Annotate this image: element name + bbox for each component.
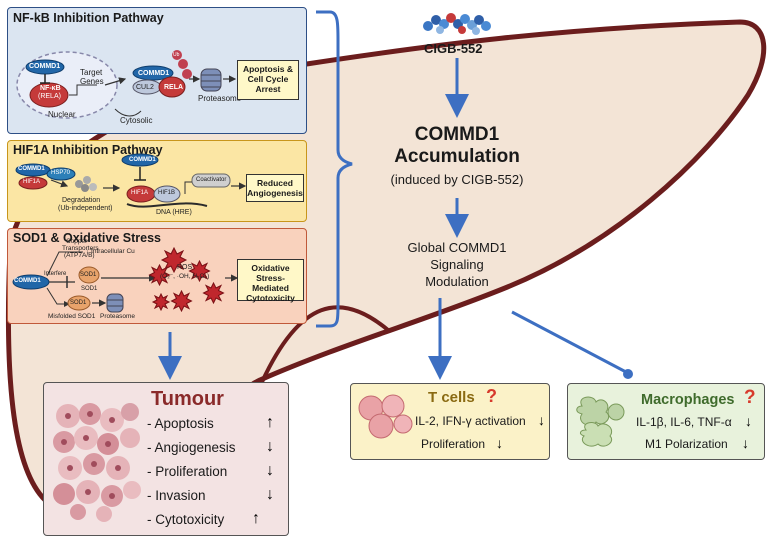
nfkb-outcome-line2: Cell Cycle [247,74,289,84]
commd1-title-line2: Accumulation [394,146,520,167]
nfkb-rela-label: (RELA) [38,93,61,100]
tumour-invasion-arrow-icon: ↓ [266,486,274,503]
tcells-line2: Proliferation [421,437,486,451]
tumour-item-cytotoxicity: - Cytotoxicity [147,512,225,527]
hif-hif1a-b-label: HIF1A [131,190,149,196]
nfkb-commd1-label: COMMD1 [29,63,61,70]
tumour-apoptosis-arrow-icon: ↑ [266,414,274,431]
commd1-subtitle: (induced by CIGB-552) [390,172,524,187]
nfkb-cytosolic-label: Cytosolic [120,116,153,125]
nfkb-target-genes-1: Target [80,68,103,77]
commd1-accumulation-title: COMMD1 Accumulation [378,124,536,168]
pathway-bracket [316,10,353,328]
sod-outcome-line3: Cytotoxicity [246,293,295,303]
tumour-cytotoxicity-arrow-icon: ↑ [252,510,260,527]
tumour-title: Tumour [151,388,224,410]
liver-inner-curve [260,305,390,383]
tumour-item-angiogenesis: - Angiogenesis [147,440,236,455]
tcells-question-icon: ? [486,386,497,406]
macrophage-icon [576,396,625,447]
nfkb-nuclear-label: Nuclear [48,110,76,119]
tcells-line1: IL-2, IFN-γ activation [415,414,526,428]
tumour-proliferation-arrow-icon: ↓ [266,462,274,479]
nfkb-title: NF-kB Inhibition Pathway [13,11,164,25]
sod-title: SOD1 & Oxidative Stress [13,231,161,245]
nfkb-target-genes-2: Genes [80,77,104,86]
nfkb-ub-label: Ub [173,52,180,58]
nfkb-outcome-box: Apoptosis & Cell Cycle Arrest [237,60,299,100]
macrophages-title: Macrophages [641,392,735,408]
nfkb-proteasome-label: Proteasome [198,94,242,103]
sod-outcome-line2: Stress-Mediated [252,273,289,293]
hif-degradation-1: Degradation [62,197,101,204]
hif-hsp70-label: HSP70 [51,170,71,176]
hif-commd1-a-label: COMMD1 [18,166,45,172]
hif-outcome-line2: Angiogenesis [247,188,303,198]
sod-outcome-line1: Oxidative [251,263,290,273]
sod-ros-2: (O₂⁻, ·OH, H₂O₂) [160,273,210,280]
hif-outcome-line1: Reduced [257,178,293,188]
signaling-line3: Modulation [425,274,489,289]
tumour-tissue-icon [53,403,141,522]
nfkb-illustration [16,50,237,119]
hif-dna-label: DNA (HRE) [156,209,192,216]
signaling-line1: Global COMMD1 [407,240,507,255]
sod-misfolded-label: Misfolded SOD1 [48,313,96,320]
sod-sod1-b-label: SOD1 [81,286,98,292]
nfkb-outcome-line1: Apoptosis & [242,64,294,74]
line-signaling-to-macrophages [511,310,627,374]
sod-copper-2: Transporters [62,245,99,252]
hif-hif1b-label: HIF1B [158,190,176,196]
drug-label: CIGB-552 [424,41,483,56]
sod-ros-1: ROS [177,264,193,271]
sod-proteasome-label: Proteasome [100,313,136,320]
tcell-icon [358,394,413,439]
cigb-molecule-icon [423,13,491,35]
hif-hif1a-a-label: HIF1A [23,179,41,185]
nfkb-commd1-b-label: COMMD1 [138,70,170,77]
tcells-line1-arrow-icon: ↓ [538,412,545,428]
tumour-angiogenesis-arrow-icon: ↓ [266,438,274,455]
commd1-title-line1: COMMD1 [414,124,500,145]
nfkb-rela-b-label: RELA [164,84,184,91]
macrophages-line2-arrow-icon: ↓ [742,435,749,451]
nfkb-cul2-label: CUL2 [136,84,154,91]
sod-sod1-c-label: SOD1 [70,300,87,306]
hif-illustration [15,153,247,208]
tcells-title: T cells [428,389,475,406]
tumour-item-proliferation: - Proliferation [147,464,228,479]
sod-outcome-box: Oxidative Stress-Mediated Cytotoxicity [237,259,304,303]
macrophages-line1-arrow-icon: ↓ [745,413,752,429]
signaling-text: Global COMMD1 Signaling Modulation [376,239,538,290]
sod-interfere-label: Interfere [44,271,67,277]
macrophage-connector-dot [623,369,633,379]
hif-coactivator-label: Coactivator [196,177,227,183]
nfkb-outcome-line3: Arrest [255,84,281,94]
sod-intracellular-label: ↓ Intracellular Cu [86,248,135,255]
tcells-line2-arrow-icon: ↓ [496,435,503,451]
sod-commd1-label: COMMD1 [14,278,41,284]
nfkb-nfkb-label: NF-κB [40,85,61,92]
sod-illustration [12,246,239,313]
hif-title: HIF1A Inhibition Pathway [13,143,163,157]
macrophages-line2: M1 Polarization [645,437,728,451]
macrophages-question-icon: ? [744,387,756,408]
hif-commd1-b-label: COMMD1 [129,157,156,163]
tumour-item-invasion: - Invasion [147,488,206,503]
sod-copper-3: (ATP7A/B) [64,252,95,259]
tumour-item-apoptosis: - Apoptosis [147,416,214,431]
hif-outcome-box: Reduced Angiogenesis [246,174,304,202]
sod-copper-1: Copper [66,238,88,245]
macrophages-line1: IL-1β, IL-6, TNF-α [636,415,732,429]
signaling-line2: Signaling [430,257,484,272]
hif-degradation-2: (Ub-independent) [58,205,113,212]
sod-sod1-a-label: SOD1 [80,272,97,278]
